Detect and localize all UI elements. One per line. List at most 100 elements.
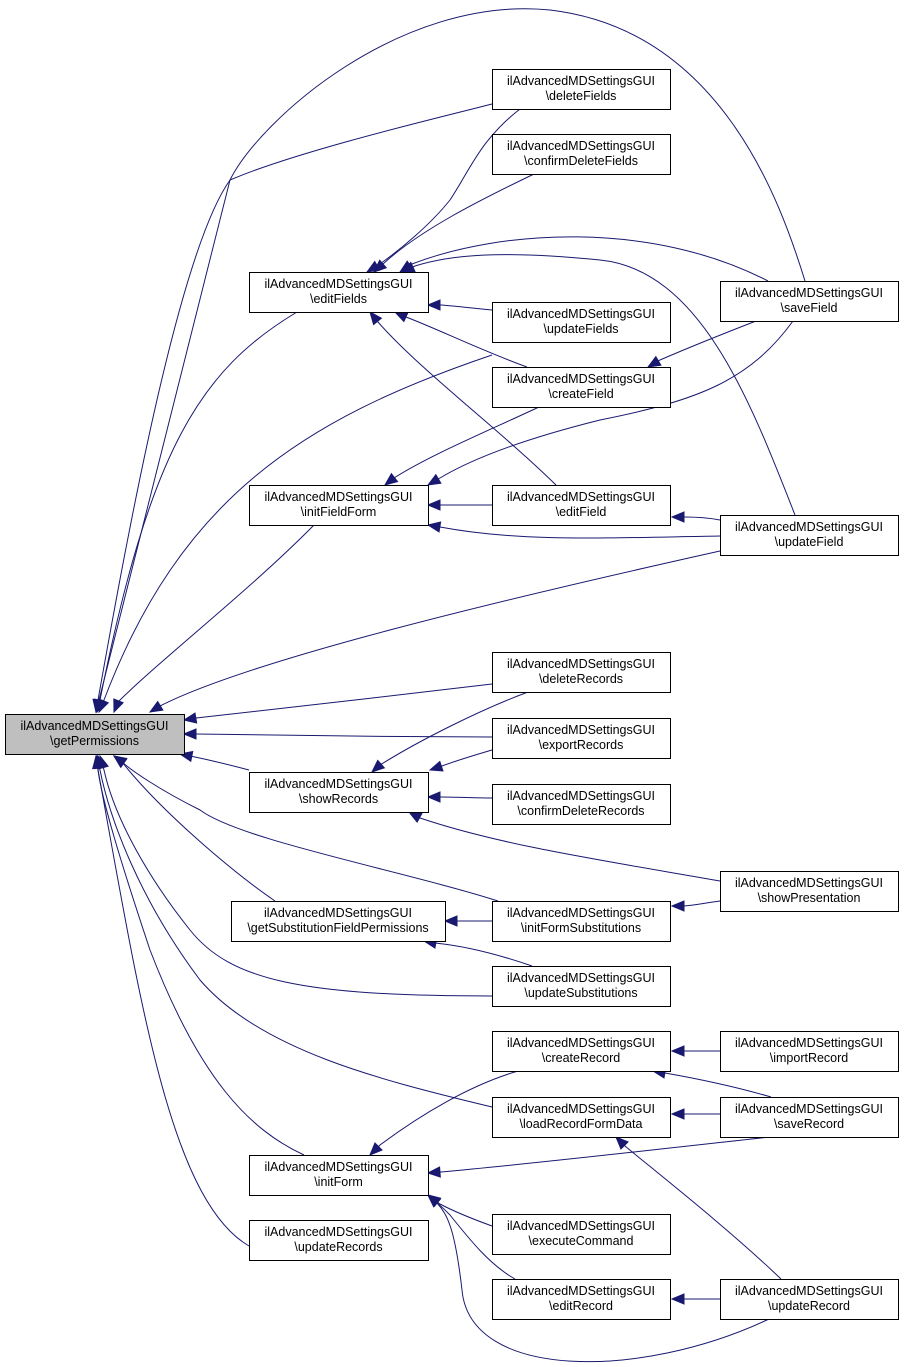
node-box[interactable] (492, 901, 671, 942)
node-box[interactable] (249, 272, 429, 313)
edge-line (384, 406, 540, 486)
node-loadRecordFormData[interactable]: ilAdvancedMDSettingsGUI\loadRecordFormDa… (492, 1097, 671, 1138)
edge-saveRecord-to-createRecord (651, 1067, 772, 1098)
node-updateField[interactable]: ilAdvancedMDSettingsGUI\updateField (720, 515, 899, 556)
node-class-label: ilAdvancedMDSettingsGUI (507, 1036, 655, 1050)
node-getSubstitutionFieldPermissions[interactable]: ilAdvancedMDSettingsGUI\getSubstitutionF… (231, 901, 446, 942)
node-box[interactable] (492, 718, 671, 759)
node-showRecords[interactable]: ilAdvancedMDSettingsGUI\showRecords (249, 772, 429, 813)
edge-saveRecord-to-loadRecordFormData (670, 1108, 721, 1120)
node-box[interactable] (249, 1220, 429, 1261)
node-box[interactable] (5, 714, 185, 755)
node-class-label: ilAdvancedMDSettingsGUI (507, 657, 655, 671)
node-box[interactable] (492, 1279, 671, 1320)
node-box[interactable] (492, 485, 671, 526)
node-method-label: \confirmDeleteRecords (517, 804, 644, 818)
node-class-label: ilAdvancedMDSettingsGUI (265, 777, 413, 791)
node-executeCommand[interactable]: ilAdvancedMDSettingsGUI\executeCommand (492, 1214, 671, 1255)
node-createField[interactable]: ilAdvancedMDSettingsGUI\createField (492, 367, 671, 408)
node-box[interactable] (492, 367, 671, 408)
node-editField[interactable]: ilAdvancedMDSettingsGUI\editField (492, 485, 671, 526)
node-box[interactable] (492, 1097, 671, 1138)
edge-editField-to-initFieldForm (426, 499, 492, 511)
node-box[interactable] (492, 69, 671, 110)
node-box[interactable] (492, 134, 671, 175)
node-box[interactable] (720, 1097, 899, 1138)
node-method-label: \confirmDeleteFields (524, 154, 638, 168)
edge-line (408, 811, 721, 882)
node-box[interactable] (231, 901, 446, 942)
node-box[interactable] (720, 1031, 899, 1072)
node-updateFields[interactable]: ilAdvancedMDSettingsGUI\updateFields (492, 302, 671, 343)
node-updateSubstitutions[interactable]: ilAdvancedMDSettingsGUI\updateSubstituti… (492, 966, 671, 1007)
node-box[interactable] (720, 1279, 899, 1320)
edge-arrowhead (369, 310, 383, 326)
node-saveRecord[interactable]: ilAdvancedMDSettingsGUI\saveRecord (720, 1097, 899, 1138)
node-class-label: ilAdvancedMDSettingsGUI (507, 490, 655, 504)
edge-arrowhead (443, 915, 458, 927)
edge-arrowhead (426, 499, 441, 511)
node-box[interactable] (492, 1214, 671, 1255)
edge-line (97, 755, 493, 1108)
edge-line (369, 1070, 519, 1156)
edge-updateRecord-to-loadRecordFormData (615, 1136, 782, 1280)
node-updateRecord[interactable]: ilAdvancedMDSettingsGUI\updateRecord (720, 1279, 899, 1320)
node-updateRecords[interactable]: ilAdvancedMDSettingsGUI\updateRecords (249, 1220, 429, 1261)
node-box[interactable] (492, 1031, 671, 1072)
node-box[interactable] (249, 1155, 429, 1196)
edge-arrowhead (92, 754, 104, 770)
node-deleteFields[interactable]: ilAdvancedMDSettingsGUI\deleteFields (492, 69, 671, 110)
node-method-label: \updateField (775, 535, 844, 549)
edge-createField-to-initFieldForm (383, 406, 540, 486)
edge-exportRecords-to-root (182, 728, 493, 740)
node-class-label: ilAdvancedMDSettingsGUI (265, 1160, 413, 1174)
node-box[interactable] (492, 966, 671, 1007)
edge-line (429, 749, 493, 771)
node-box[interactable] (492, 302, 671, 343)
node-box[interactable] (720, 515, 899, 556)
edge-saveField-to-initFieldForm (426, 320, 794, 486)
node-box[interactable] (249, 485, 429, 526)
edge-line (423, 940, 533, 967)
node-box[interactable] (720, 281, 899, 322)
edge-line (369, 311, 557, 486)
node-class-label: ilAdvancedMDSettingsGUI (507, 74, 655, 88)
edge-arrowhead (615, 1136, 629, 1150)
node-box[interactable] (249, 772, 429, 813)
node-method-label: \updateRecords (294, 1240, 382, 1254)
node-showPresentation[interactable]: ilAdvancedMDSettingsGUI\showPresentation (720, 871, 899, 912)
node-confirmDeleteRecords[interactable]: ilAdvancedMDSettingsGUI\confirmDeleteRec… (492, 784, 671, 825)
node-editRecord[interactable]: ilAdvancedMDSettingsGUI\editRecord (492, 1279, 671, 1320)
node-importRecord[interactable]: ilAdvancedMDSettingsGUI\importRecord (720, 1031, 899, 1072)
edge-arrowhead (670, 900, 685, 912)
edge-line (399, 236, 769, 282)
node-initFieldForm[interactable]: ilAdvancedMDSettingsGUI\initFieldForm (249, 485, 429, 526)
node-deleteRecords[interactable]: ilAdvancedMDSettingsGUI\deleteRecords (492, 652, 671, 693)
edge-updateFields-to-editFields (426, 299, 493, 311)
edge-arrowhead (426, 521, 442, 533)
node-exportRecords[interactable]: ilAdvancedMDSettingsGUI\exportRecords (492, 718, 671, 759)
node-method-label: \saveField (781, 301, 838, 315)
node-editFields[interactable]: ilAdvancedMDSettingsGUI\editFields (249, 272, 429, 313)
node-createRecord[interactable]: ilAdvancedMDSettingsGUI\createRecord (492, 1031, 671, 1072)
edge-line (427, 524, 721, 539)
node-box[interactable] (492, 784, 671, 825)
edge-arrowhead (112, 755, 128, 769)
edge-line (427, 320, 794, 486)
node-confirmDeleteFields[interactable]: ilAdvancedMDSettingsGUI\confirmDeleteFie… (492, 134, 671, 175)
node-box[interactable] (720, 871, 899, 912)
edge-line (427, 1194, 770, 1363)
node-initForm[interactable]: ilAdvancedMDSettingsGUI\initForm (249, 1155, 429, 1196)
edge-arrowhead (113, 698, 124, 714)
edge-line (394, 311, 528, 368)
node-method-label: \initFieldForm (301, 505, 377, 519)
node-method-label: \editField (556, 505, 607, 519)
node-initFormSubstitutions[interactable]: ilAdvancedMDSettingsGUI\initFormSubstitu… (492, 901, 671, 942)
node-class-label: ilAdvancedMDSettingsGUI (507, 372, 655, 386)
node-root[interactable]: ilAdvancedMDSettingsGUI\getPermissions (5, 714, 185, 755)
node-saveField[interactable]: ilAdvancedMDSettingsGUI\saveField (720, 281, 899, 322)
edge-updateRecord-to-editRecord (670, 1293, 720, 1305)
edge-initForm-to-root (92, 754, 305, 1156)
edge-saveField-to-createField (646, 320, 757, 368)
node-box[interactable] (492, 652, 671, 693)
